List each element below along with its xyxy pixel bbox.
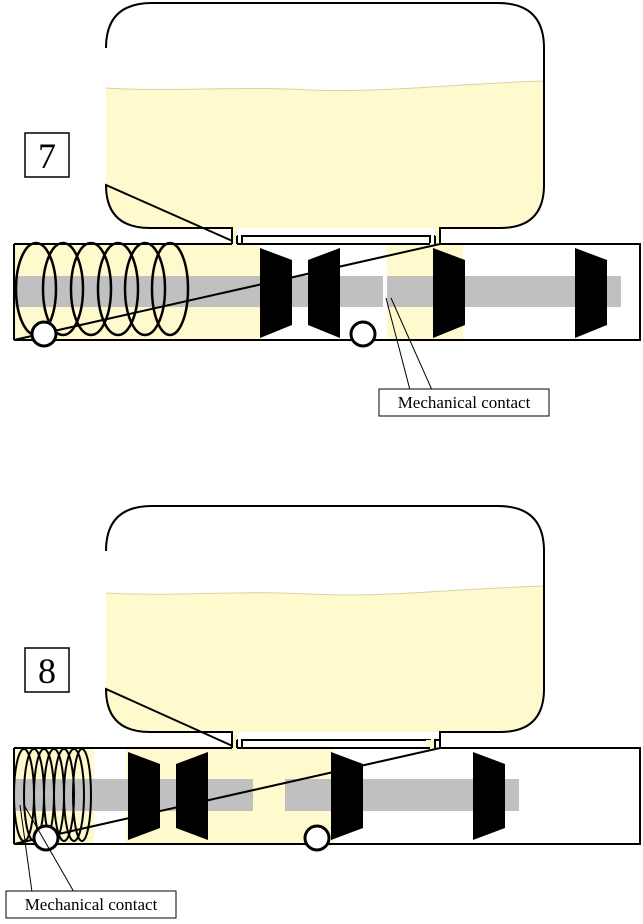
- stage-8-seal-3: [331, 752, 363, 840]
- stage-8-seal-2: [176, 752, 208, 840]
- stage-7-callout: Mechanical contact: [378, 297, 550, 417]
- stage-7: 7: [13, 2, 641, 417]
- stage-7-ball-middle: [349, 320, 377, 348]
- stage-7-seal-4: [575, 248, 607, 338]
- stage-8-number-box: 8: [24, 647, 70, 693]
- stage-8-piston-seals: [128, 752, 505, 840]
- stage-8-seal-1: [128, 752, 160, 840]
- stage-7-piston-seals: [260, 248, 607, 338]
- stage-8-seal-4: [473, 752, 505, 840]
- stage-8-number: 8: [38, 651, 56, 691]
- stage-7-seal-1: [260, 248, 292, 338]
- stage-8: 8: [5, 505, 641, 919]
- stage-7-seal-3: [433, 248, 465, 338]
- stage-8-ball-middle: [303, 824, 331, 852]
- stage-7-return-spring: [14, 241, 190, 337]
- stage-7-fluid-surface: [105, 80, 545, 92]
- stage-7-number-box: 7: [24, 132, 70, 178]
- stage-7-number: 7: [38, 136, 56, 176]
- stage-8-callout: Mechanical contact: [5, 804, 177, 919]
- stage-7-callout-label: Mechanical contact: [398, 393, 531, 412]
- stage-8-callout-label: Mechanical contact: [25, 895, 158, 914]
- stage-7-reservoir: [104, 2, 545, 245]
- stage-7-reservoir-fluid: [106, 81, 544, 228]
- stage-7-ball-left: [30, 320, 58, 348]
- stage-8-reservoir: [104, 505, 545, 764]
- stage-7-seal-2: [308, 248, 340, 338]
- stage-8-reservoir-fluid: [106, 586, 544, 732]
